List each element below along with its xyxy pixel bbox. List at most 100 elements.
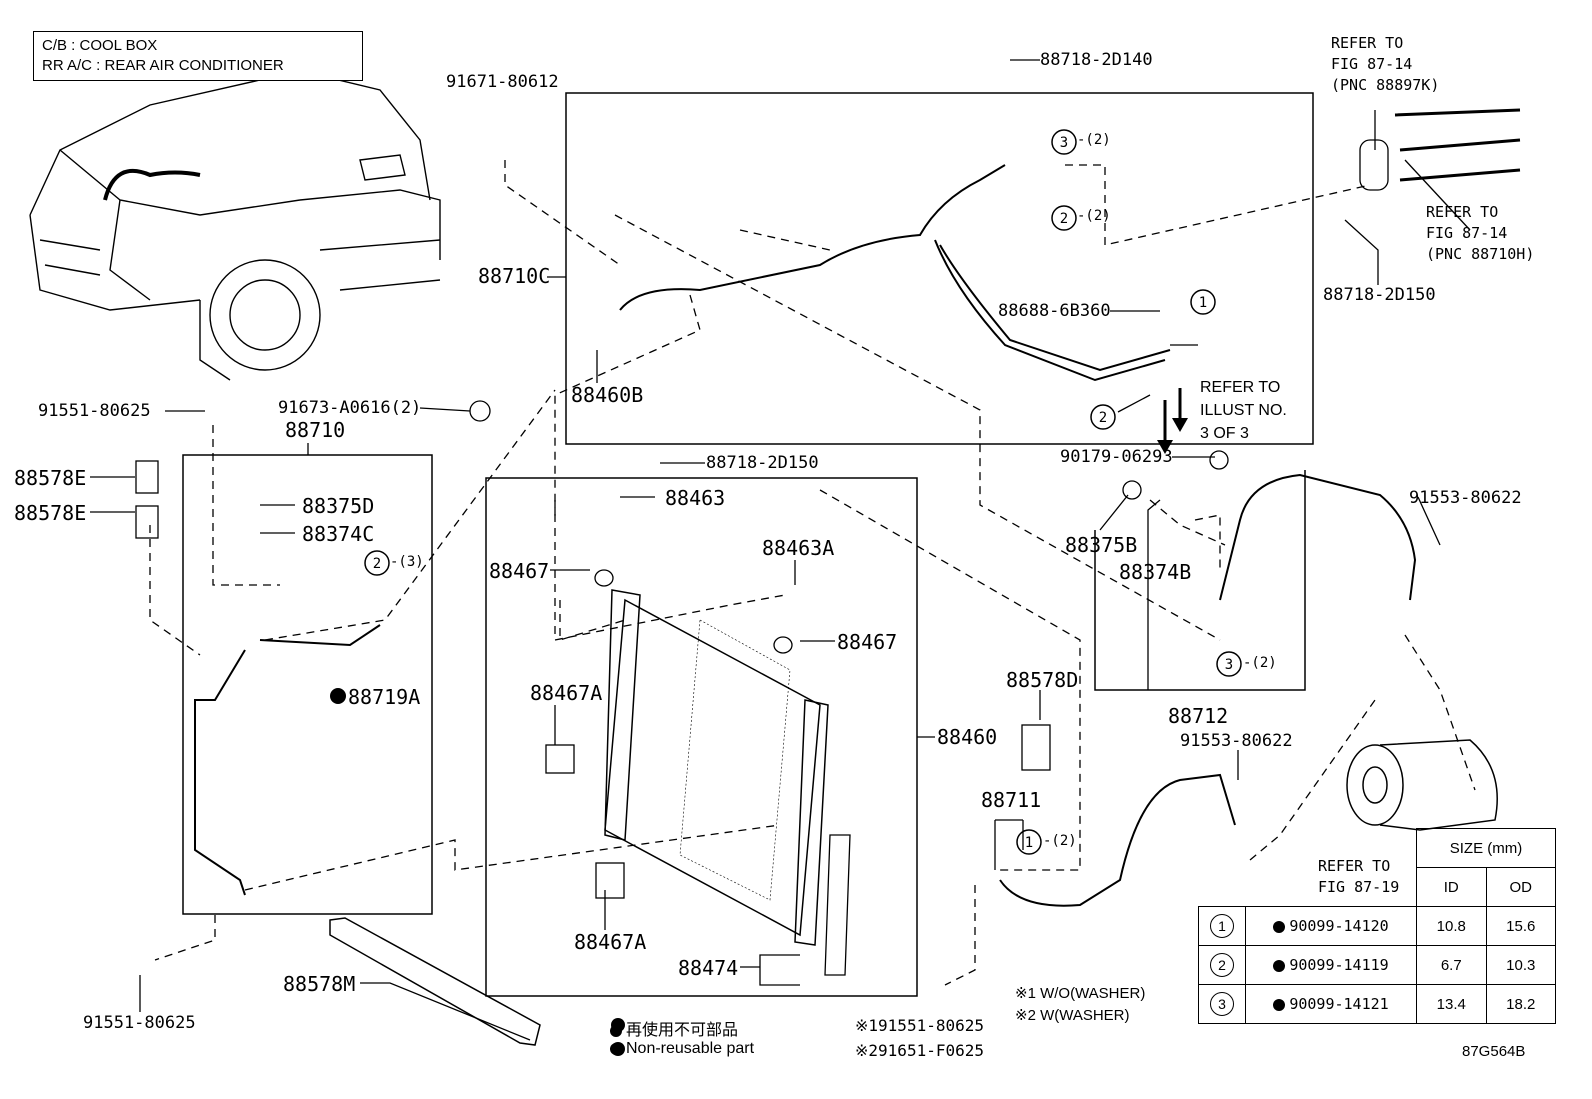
table-empty-cell bbox=[1199, 868, 1246, 907]
refer-line: (PNC 88710H) bbox=[1426, 245, 1535, 263]
size-header: SIZE (mm) bbox=[1416, 828, 1556, 868]
bolt-note-1: ※191551-80625 bbox=[855, 1016, 984, 1035]
legend-line-cool-box: C/B : COOL BOX bbox=[42, 37, 158, 54]
ring-cell: 1 bbox=[1198, 906, 1246, 946]
legend-line-rear-ac: RR A/C : REAR AIR CONDITIONER bbox=[42, 57, 284, 74]
part-label-88467A-a: 88467A bbox=[530, 681, 603, 705]
refer-line: REFER TO bbox=[1426, 203, 1499, 221]
part-label-88578E-2: 88578E bbox=[14, 501, 87, 525]
part-label-88718-2D150-right: 88718-2D150 bbox=[1323, 285, 1436, 305]
part-label-88467A-b: 88467A bbox=[574, 930, 647, 954]
part-label-91553-80622-a: 91553-80622 bbox=[1409, 488, 1522, 508]
part-label-88711: 88711 bbox=[981, 788, 1042, 812]
table-empty-cell bbox=[1199, 829, 1246, 868]
table-empty-cell bbox=[1246, 829, 1417, 868]
id-cell: 10.8 bbox=[1416, 906, 1487, 946]
part-label-88718-2D140: 88718-2D140 bbox=[1040, 50, 1153, 70]
table-empty-cell bbox=[1246, 868, 1417, 907]
bullet-dot-icon bbox=[610, 1042, 622, 1055]
id-cell: 13.4 bbox=[1416, 984, 1487, 1024]
table-row: 1 90099-14120 10.8 15.6 bbox=[1198, 906, 1556, 946]
part-label-88460: 88460 bbox=[937, 725, 998, 749]
condenser-88460 bbox=[604, 589, 829, 946]
part-label-88375B: 88375B bbox=[1065, 533, 1138, 557]
part-label-90179-06293: 90179-06293 bbox=[1060, 447, 1173, 467]
ring-number: 1 bbox=[1210, 914, 1234, 938]
refer-line: (PNC 88897K) bbox=[1331, 76, 1440, 94]
bullet-dot-icon bbox=[1273, 920, 1286, 933]
ring-number: 2 bbox=[1210, 953, 1234, 977]
part-cell: 90099-14120 bbox=[1245, 906, 1417, 946]
part-label-91553-80622-b: 91553-80622 bbox=[1180, 731, 1293, 751]
part-label-88578D: 88578D bbox=[1006, 668, 1079, 692]
washer-note-1: ※1 W/O(WASHER) bbox=[1015, 985, 1146, 1002]
part-label-88474: 88474 bbox=[678, 956, 739, 980]
part-label-91673-A0616: 91673-A0616(2) bbox=[278, 398, 422, 418]
part-label-88375D: 88375D bbox=[302, 494, 375, 518]
nonreusable-text-en: Non-reusable part bbox=[626, 1040, 755, 1057]
oring-size-table: SIZE (mm) ID OD 1 90099-14120 10.8 15.6 … bbox=[1198, 828, 1556, 1024]
refer-line: REFER TO bbox=[1200, 379, 1281, 396]
part-number: 90099-14121 bbox=[1289, 995, 1389, 1013]
svg-text:1: 1 bbox=[1025, 835, 1033, 851]
box-88710C bbox=[565, 92, 1314, 445]
ring-cell: 2 bbox=[1198, 945, 1246, 985]
part-label-88712: 88712 bbox=[1168, 704, 1229, 728]
part-cell: 90099-14119 bbox=[1245, 945, 1417, 985]
refer-line: REFER TO bbox=[1331, 34, 1404, 52]
hose-lines bbox=[194, 164, 1417, 907]
part-label-88718-2D150-mid: 88718-2D150 bbox=[706, 453, 819, 473]
part-label-88463: 88463 bbox=[665, 486, 726, 510]
bracket-88578M bbox=[329, 917, 541, 1046]
refer-line: REFER TO bbox=[1318, 857, 1391, 875]
col-id-header: ID bbox=[1416, 867, 1487, 907]
abbreviation-legend: C/B : COOL BOX RR A/C : REAR AIR CONDITI… bbox=[33, 31, 363, 81]
nonreusable-note-en: Non-reusable part bbox=[610, 1040, 754, 1058]
svg-text:2: 2 bbox=[1099, 410, 1107, 426]
svg-text:2: 2 bbox=[1060, 211, 1068, 227]
refer-line: FIG 87-14 bbox=[1426, 224, 1508, 242]
refer-line: ILLUST NO. bbox=[1200, 402, 1287, 419]
svg-text:2: 2 bbox=[373, 556, 381, 572]
oring-2-qty-top: -(2) bbox=[1077, 208, 1111, 224]
refer-line: FIG 87-14 bbox=[1331, 55, 1413, 73]
refer-fig-87-19: REFER TO FIG 87-19 bbox=[1318, 856, 1399, 898]
part-label-88460B: 88460B bbox=[571, 383, 644, 407]
part-label-88463A: 88463A bbox=[762, 536, 835, 560]
oring-3-qty-top: -(2) bbox=[1077, 132, 1111, 148]
od-cell: 18.2 bbox=[1485, 984, 1556, 1024]
part-label-88578M: 88578M bbox=[283, 972, 356, 996]
svg-text:1: 1 bbox=[1199, 295, 1207, 311]
table-row: 3 90099-14121 13.4 18.2 bbox=[1198, 984, 1556, 1024]
bullet-dot-icon bbox=[1273, 998, 1286, 1011]
part-label-91671-80612: 91671-80612 bbox=[446, 72, 559, 92]
refer-fig-87-14-88897K: REFER TO FIG 87-14 (PNC 88897K) bbox=[1331, 33, 1439, 96]
part-label-88374B: 88374B bbox=[1119, 560, 1192, 584]
table-subheader-row: ID OD bbox=[1199, 867, 1556, 907]
table-header-row: SIZE (mm) bbox=[1199, 828, 1556, 868]
nonreusable-text-jp: 再使用不可部品 bbox=[626, 1022, 739, 1039]
svg-text:3: 3 bbox=[1225, 657, 1233, 673]
part-number: 90099-14119 bbox=[1289, 956, 1389, 974]
oring-1-qty-bottom: -(2) bbox=[1043, 833, 1077, 849]
part-label-88719A: 88719A bbox=[348, 685, 421, 709]
part-label-91551-80625-top: 91551-80625 bbox=[38, 401, 151, 421]
vehicle-illustration bbox=[29, 77, 441, 381]
refer-illust-3-of-3: REFER TO ILLUST NO. 3 OF 3 bbox=[1200, 376, 1287, 445]
od-cell: 10.3 bbox=[1485, 945, 1556, 985]
part-label-88688-6B360: 88688-6B360 bbox=[998, 301, 1111, 321]
nonreusable-note-jp: 再使用不可部品 bbox=[610, 1016, 738, 1040]
col-od-header: OD bbox=[1485, 867, 1556, 907]
table-row: 2 90099-14119 6.7 10.3 bbox=[1198, 945, 1556, 985]
part-label-88374C: 88374C bbox=[302, 522, 375, 546]
part-label-88710C: 88710C bbox=[478, 264, 551, 288]
refer-fig-87-14-88710H: REFER TO FIG 87-14 (PNC 88710H) bbox=[1426, 202, 1534, 265]
id-cell: 6.7 bbox=[1416, 945, 1487, 985]
box-88460 bbox=[485, 477, 918, 997]
part-label-88467-a: 88467 bbox=[489, 559, 550, 583]
bolt-note-2: ※291651-F0625 bbox=[855, 1041, 984, 1060]
bullet-dot-icon bbox=[610, 1024, 622, 1037]
svg-text:3: 3 bbox=[1060, 135, 1068, 151]
figure-code: 87G564B bbox=[1462, 1043, 1526, 1060]
